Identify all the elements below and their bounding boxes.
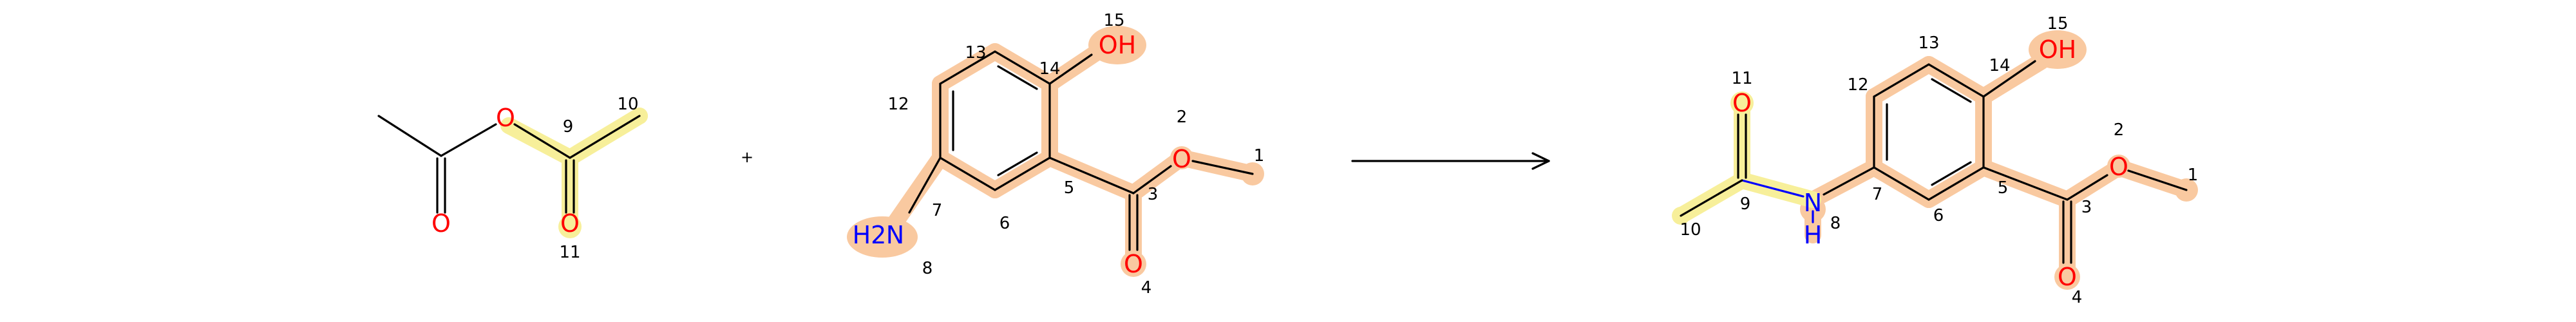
bond [994, 50, 1051, 85]
atom-index: 13 [965, 43, 986, 62]
atom-index: 8 [922, 259, 933, 278]
atom-index: 3 [2081, 198, 2092, 217]
atom-index: 5 [1064, 178, 1075, 198]
atom-index: 15 [2047, 14, 2068, 33]
atom-index: 4 [1141, 278, 1152, 298]
bond [994, 156, 1051, 191]
highlight-atom [558, 215, 582, 238]
atom-index: 14 [1039, 59, 1060, 79]
atom-index: 6 [999, 214, 1010, 233]
oxygen-atom: O [2058, 263, 2077, 291]
atom-index: 1 [2188, 166, 2199, 185]
bond [1048, 156, 1135, 194]
bond [1132, 165, 1172, 194]
nitrogen-atom: N [1804, 189, 1822, 217]
aromatic-bond [1931, 161, 1972, 186]
reactant-aminosalicylate: OH O O N H2 1 2 3 4 5 6 7 8 12 13 14 15 [847, 11, 1264, 298]
atom-index: 12 [1847, 75, 1868, 95]
bond [939, 156, 996, 191]
bond [513, 123, 571, 159]
bond [1873, 63, 1930, 98]
bond [440, 123, 497, 157]
atom-index: 2 [2114, 120, 2125, 140]
oxygen-atom: O [1732, 89, 1752, 117]
bond [1191, 160, 1254, 175]
atom-index: 11 [559, 243, 580, 262]
atom-index: 10 [1680, 220, 1701, 240]
nitrogen-atom: N [886, 221, 904, 249]
atom-index: 6 [1933, 206, 1944, 225]
aromatic-bond [997, 65, 1038, 90]
atom-index: 9 [1740, 194, 1751, 214]
atom-index: 12 [887, 95, 909, 114]
bond [908, 156, 942, 214]
bond [2127, 169, 2188, 191]
oxygen-atom: O [1124, 250, 1143, 278]
hydroxyl-atom: OH [2039, 35, 2076, 64]
bond [1823, 166, 1875, 196]
atom-index: 13 [1918, 33, 1939, 53]
bond [1927, 166, 1985, 201]
bond [1873, 166, 1930, 201]
bond [2066, 174, 2108, 201]
aromatic-bond [1931, 78, 1972, 103]
bond [1927, 63, 1985, 98]
atom-index: 3 [1148, 185, 1159, 204]
bond [1680, 179, 1743, 217]
oxygen-atom: O [560, 209, 580, 238]
oxygen-atom: O [1172, 145, 1191, 173]
hydrogen-label: H [1804, 221, 1823, 249]
atom-index: 5 [1998, 178, 2009, 198]
bond [1741, 179, 1804, 198]
oxygen-atom: O [431, 209, 451, 238]
atom-index: 9 [563, 117, 574, 137]
atom-index: 4 [2072, 288, 2083, 307]
bond [1982, 60, 2036, 98]
atom-index: 11 [1731, 69, 1752, 88]
bond [1048, 53, 1093, 85]
aromatic-bond [997, 151, 1038, 176]
atom-index: 2 [1177, 108, 1188, 127]
product-acetamido-salicylate: O N H OH O O 1 2 3 4 5 6 7 8 9 10 11 12 … [1672, 14, 2198, 307]
bond [569, 115, 641, 159]
oxygen-atom: O [496, 104, 515, 132]
atom-index: 7 [932, 201, 943, 220]
reaction-arrow [1351, 152, 1550, 170]
hydrogen-label: H2 [853, 221, 887, 249]
oxygen-atom: O [2109, 153, 2128, 181]
atom-index: 15 [1103, 11, 1124, 30]
atom-index: 14 [1989, 56, 2010, 75]
plus-sign: + [741, 148, 753, 166]
atom-index: 8 [1830, 214, 1841, 233]
atom-index: 10 [617, 95, 638, 114]
atom-index: 7 [1872, 185, 1883, 204]
reactant-acetic-anhydride: O O O 9 10 11 [377, 95, 648, 262]
hydroxyl-atom: OH [1099, 31, 1136, 59]
atom-index: 1 [1254, 146, 1265, 166]
bond [939, 50, 996, 85]
bond [1982, 166, 2069, 201]
bond [377, 115, 442, 157]
